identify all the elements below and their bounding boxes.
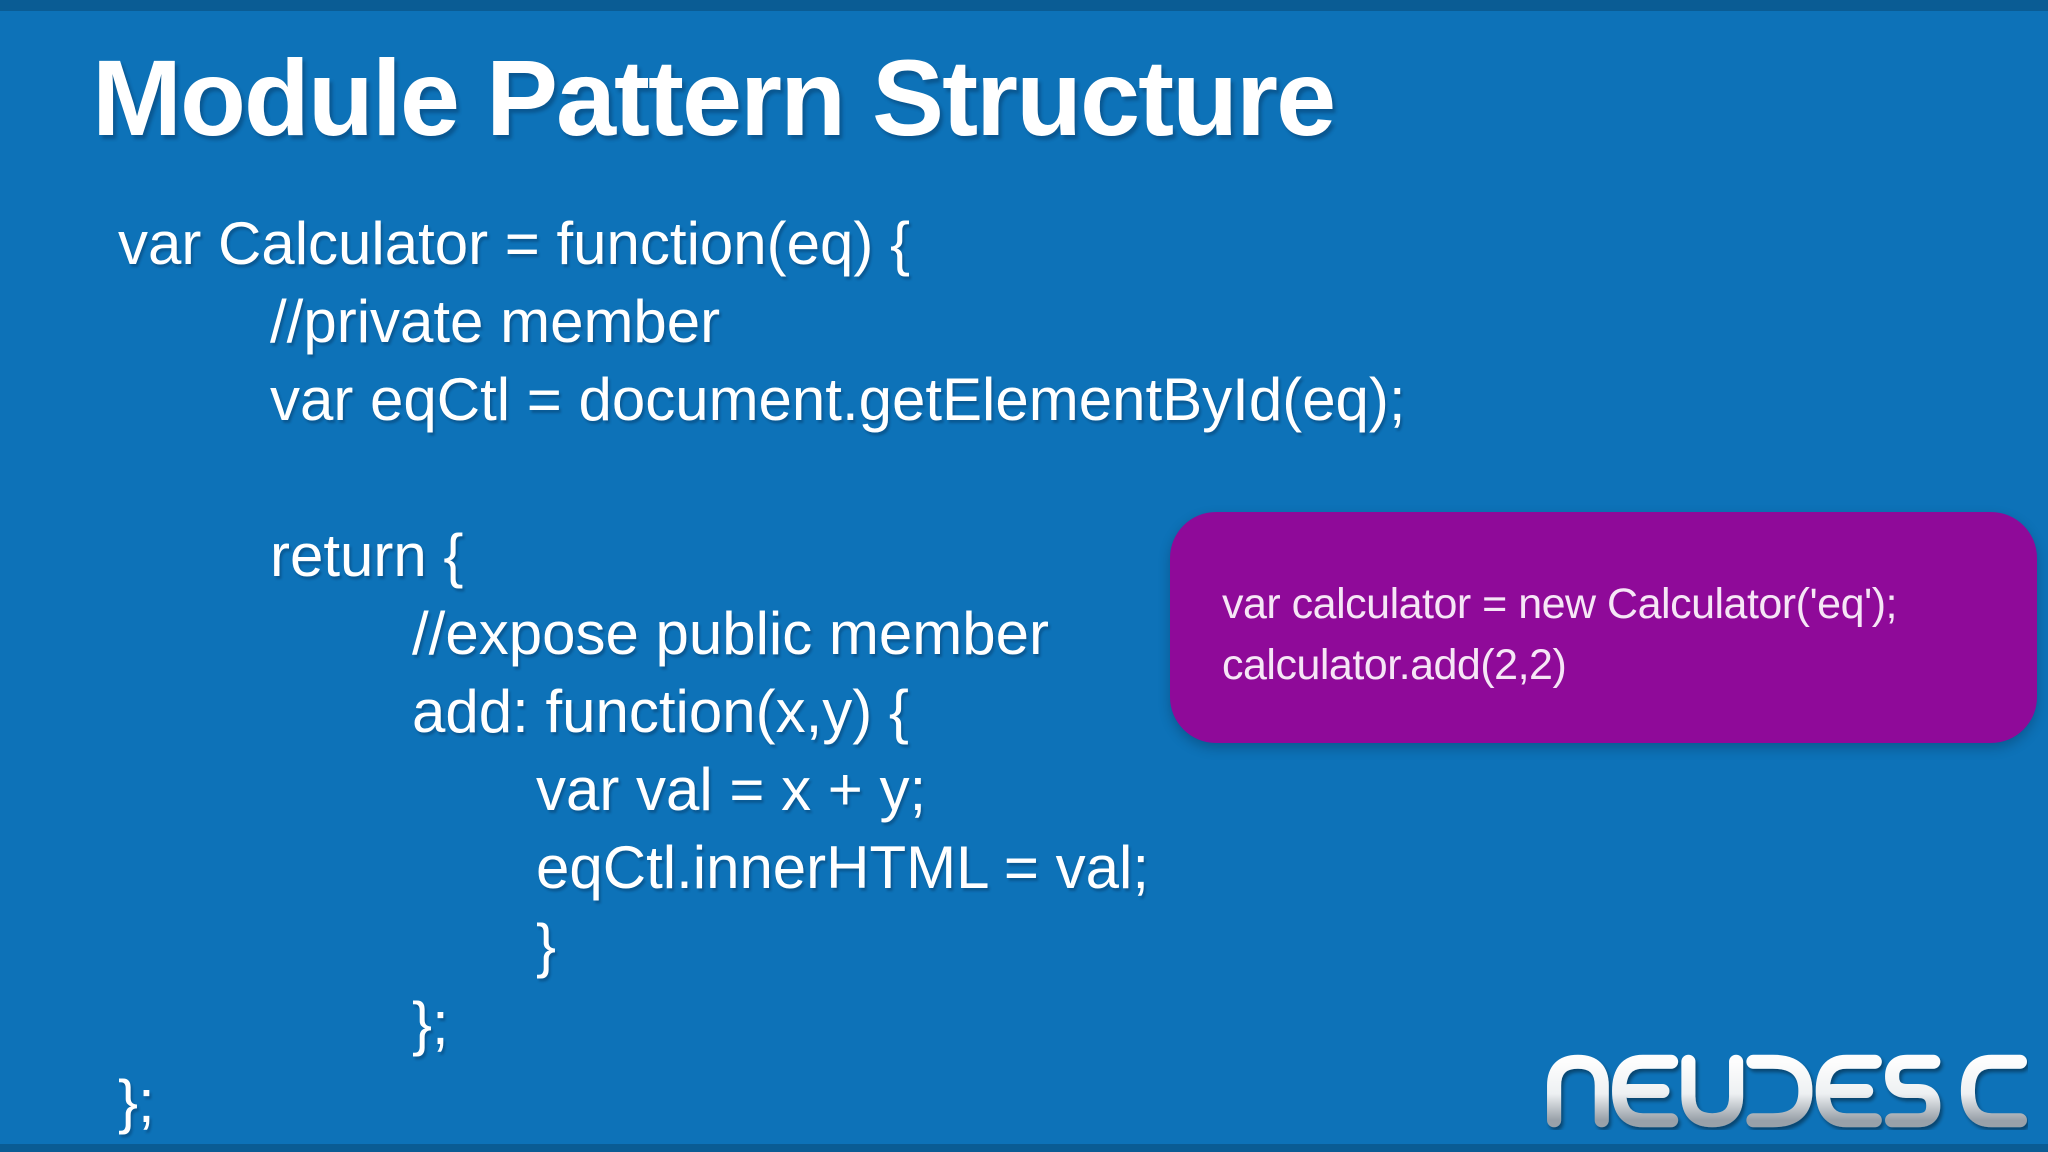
callout-box: var calculator = new Calculator('eq'); c… — [1170, 512, 2037, 743]
code-line: //expose public member — [412, 600, 1049, 667]
code-line: var Calculator = function(eq) { — [118, 210, 911, 277]
callout-line: var calculator = new Calculator('eq'); — [1222, 580, 1897, 628]
code-line: //private member — [270, 288, 721, 355]
code-line: eqCtl.innerHTML = val; — [536, 834, 1150, 901]
code-line: }; — [118, 1068, 155, 1135]
logo-letter-s — [1885, 1054, 1941, 1128]
logo-letter-u — [1681, 1054, 1744, 1128]
code-line — [0, 439, 2048, 517]
neudesic-logo — [1546, 1052, 2028, 1130]
code-block: var Calculator = function(eq) { //private… — [0, 205, 2048, 1141]
top-edge-strip — [0, 0, 2048, 11]
code-line: var val = x + y; — [536, 756, 927, 823]
code-line: } — [536, 912, 557, 979]
bottom-edge-strip — [0, 1144, 2048, 1152]
logo-letter-c — [1960, 1054, 2027, 1128]
code-line: var eqCtl = document.getElementById(eq); — [270, 366, 1406, 433]
page-title: Module Pattern Structure — [92, 37, 1336, 158]
callout-line: calculator.add(2,2) — [1222, 641, 1567, 689]
logo-letter-e — [1612, 1054, 1679, 1128]
code-line: return { — [270, 522, 464, 589]
code-line: add: function(x,y) { — [412, 678, 909, 745]
logo-letter-d — [1746, 1054, 1813, 1128]
neudesic-logo-glyphs — [1547, 1054, 2027, 1128]
code-line: }; — [412, 990, 449, 1057]
logo-letter-e — [1815, 1054, 1882, 1128]
logo-letter-n — [1547, 1054, 1609, 1128]
